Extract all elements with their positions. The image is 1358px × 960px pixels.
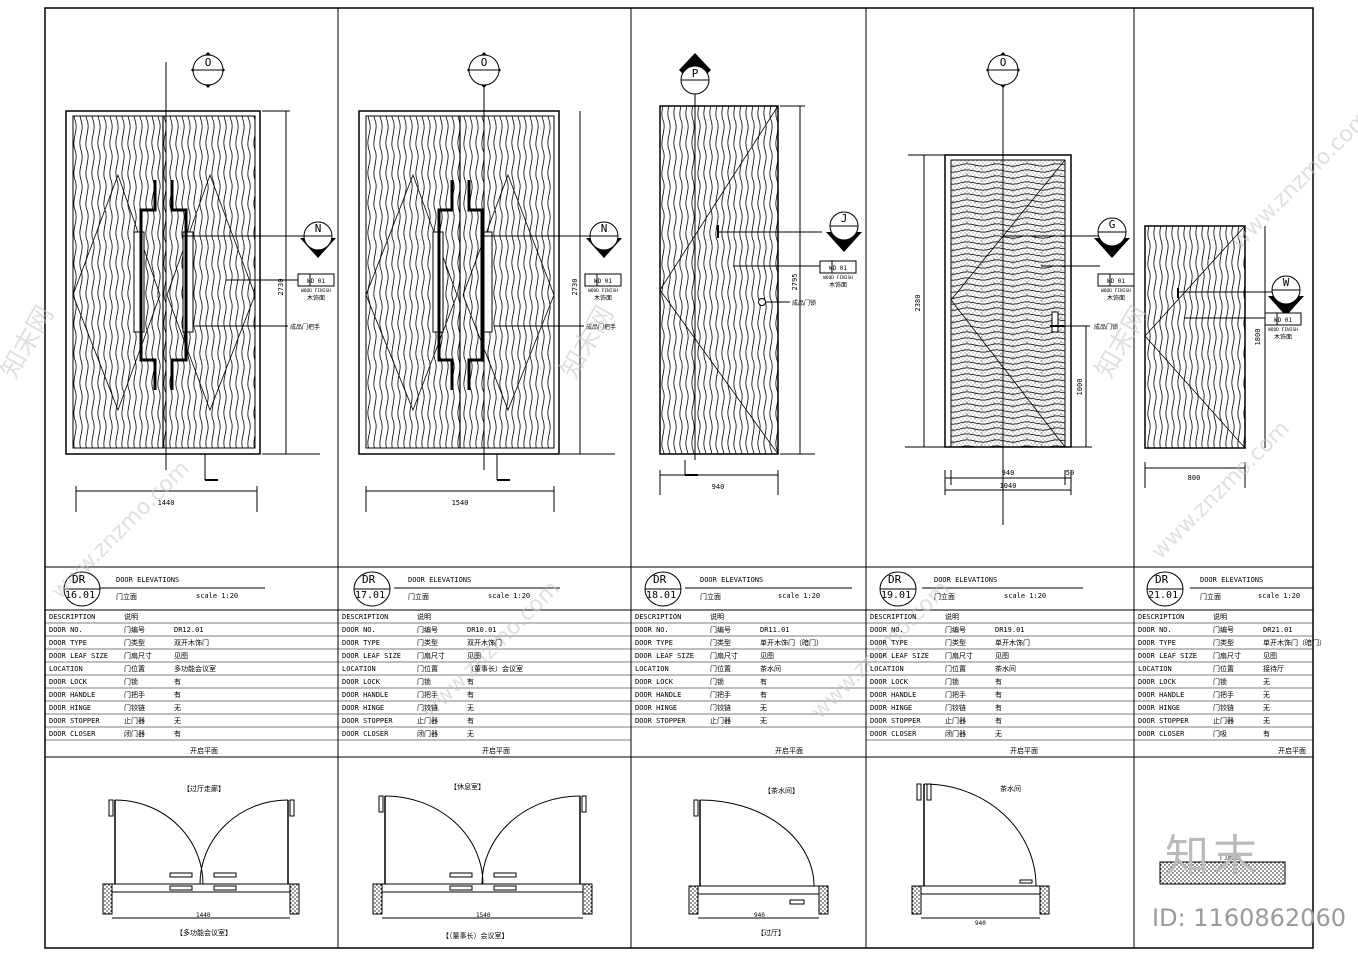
svg-text:1040: 1040: [1000, 482, 1017, 490]
tag-top-label: O: [205, 56, 212, 69]
svg-text:成品门锁: 成品门锁: [792, 299, 816, 307]
svg-text:G: G: [1109, 218, 1116, 231]
section-tag-top-2: O: [467, 52, 501, 88]
finish-en: WOOD FINISH: [301, 288, 331, 294]
sheet-frame: [44, 7, 1314, 949]
plan-1: [102, 799, 300, 919]
panel-dividers: [337, 8, 1135, 948]
svg-text:知末网: 知末网: [0, 301, 60, 384]
svg-text:木饰面: 木饰面: [1274, 333, 1292, 341]
svg-text:成品门锁: 成品门锁: [1094, 323, 1118, 331]
svg-text:木饰面: 木饰面: [829, 281, 847, 289]
table-rules: [45, 622, 1313, 741]
elevation-4: [905, 80, 1100, 525]
svg-text:J: J: [841, 212, 848, 225]
svg-text:940: 940: [1002, 469, 1015, 477]
svg-text:P: P: [692, 67, 699, 80]
section-tag-top-4: O: [986, 52, 1020, 88]
height-dim: 2730: [277, 279, 285, 296]
elevation-5: [1144, 225, 1275, 488]
svg-text:WD 01: WD 01: [1274, 317, 1292, 324]
svg-text:50: 50: [1066, 469, 1074, 477]
svg-text:木饰面: 木饰面: [594, 294, 612, 302]
svg-text:1000: 1000: [1076, 379, 1084, 396]
svg-text:WD 01: WD 01: [594, 278, 612, 285]
svg-text:木饰面: 木饰面: [1107, 294, 1125, 302]
section-tag-top-3: P: [679, 53, 711, 95]
svg-text:www.znzmo.com: www.znzmo.com: [1227, 106, 1358, 254]
section-tag-side-4: G: [1094, 217, 1130, 258]
svg-text:1800: 1800: [1254, 329, 1262, 346]
svg-text:www.znzmo.com: www.znzmo.com: [417, 576, 565, 724]
band-separators: [45, 566, 1313, 758]
finish-cn: 木饰面: [307, 294, 325, 302]
svg-text:2380: 2380: [914, 295, 922, 312]
elevation-3: [659, 90, 822, 495]
svg-text:WD 01: WD 01: [829, 265, 847, 272]
svg-text:800: 800: [1188, 474, 1201, 482]
dr-badges: [63, 571, 1184, 607]
svg-text:www.znzmo.com: www.znzmo.com: [807, 576, 955, 724]
section-tag-top-1: O: [191, 52, 225, 88]
elevation-2: [358, 62, 615, 512]
finish-code: WD 01: [307, 278, 325, 285]
elevation-1: [65, 62, 320, 512]
section-tag-side-2: N: [586, 221, 622, 258]
svg-text:www.znzmo.com: www.znzmo.com: [47, 456, 195, 604]
svg-text:知末网: 知末网: [555, 301, 620, 384]
svg-text:成品门把手: 成品门把手: [586, 323, 616, 331]
section-tag-side-1: N: [300, 221, 336, 258]
width-dim: 1440: [158, 499, 175, 507]
svg-text:WOOD FINISH: WOOD FINISH: [1101, 288, 1131, 294]
svg-text:WD 01: WD 01: [1107, 278, 1125, 285]
plan-4: [911, 783, 1050, 919]
svg-text:2795: 2795: [791, 274, 799, 291]
plan-3: [688, 799, 829, 919]
svg-text:WOOD FINISH: WOOD FINISH: [588, 288, 618, 294]
svg-text:N: N: [601, 222, 608, 235]
svg-text:WOOD FINISH: WOOD FINISH: [823, 275, 853, 281]
section-tag-side-5: W: [1268, 275, 1304, 316]
svg-text:O: O: [1000, 56, 1007, 69]
handle-note: 成品门把手: [290, 323, 320, 331]
svg-text:940: 940: [712, 483, 725, 491]
plan-5: [1159, 861, 1286, 885]
tag-side-label: N: [315, 222, 322, 235]
section-tag-side-3: J: [826, 211, 862, 252]
svg-text:O: O: [481, 56, 488, 69]
svg-text:1540: 1540: [452, 499, 469, 507]
plan-2: [372, 795, 593, 919]
svg-text:W: W: [1283, 276, 1290, 289]
svg-text:2730: 2730: [571, 279, 579, 296]
svg-text:WOOD FINISH: WOOD FINISH: [1268, 327, 1298, 333]
